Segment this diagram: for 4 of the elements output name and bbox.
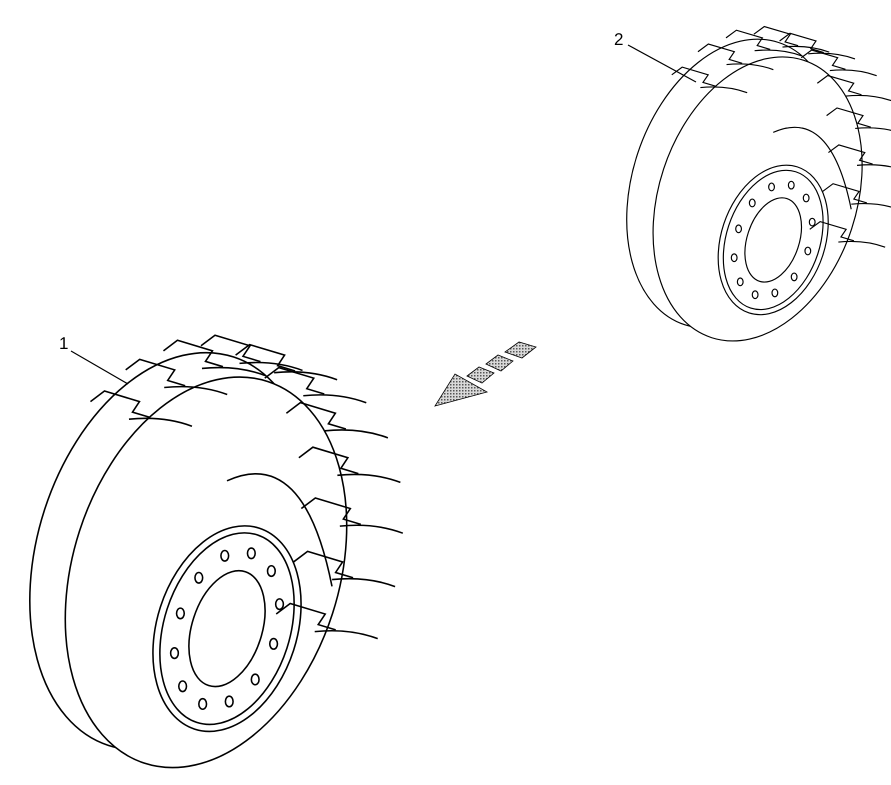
callout-number: 1 [59, 335, 71, 353]
leader-line [70, 350, 128, 385]
leader-line [628, 44, 696, 83]
callout-number: 2 [614, 31, 626, 49]
